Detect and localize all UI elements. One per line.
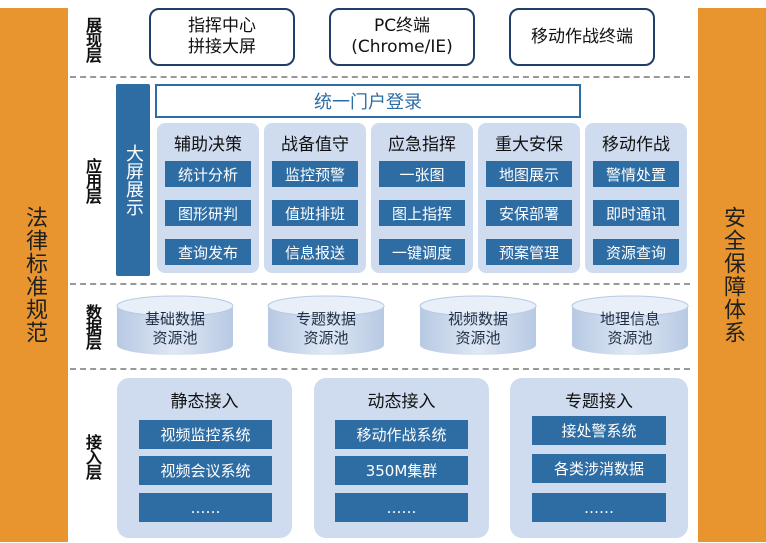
app-item: 图形研判 [165,200,251,226]
access-item: …… [139,493,272,522]
app-item: 即时通讯 [593,200,679,226]
access-group-title: 动态接入 [367,392,436,412]
access-item: 视频监控系统 [139,420,272,449]
app-item: 警情处置 [593,161,679,187]
database-video-data: 视频数据 资源池 [447,310,508,347]
app-item: 安保部署 [486,200,572,226]
access-item: 移动作战系统 [335,420,468,449]
app-group-title: 重大安保 [495,135,563,155]
layer-divider [70,76,690,78]
app-group-mobile-operations: 移动作战 警情处置 即时通讯 资源查询 [585,123,687,273]
app-item: 预案管理 [486,239,572,265]
right-bar-label: 安全保障体系 [720,206,745,344]
app-item: 资源查询 [593,239,679,265]
terminal-command-center: 指挥中心 拼接大屏 [149,8,295,66]
app-item: 查询发布 [165,239,251,265]
terminal-pc: PC终端 (Chrome/IE) [329,8,475,66]
access-item: 视频会议系统 [139,456,272,485]
layer-divider [70,368,690,370]
database-topic-data: 专题数据 资源池 [295,310,356,347]
unified-portal-login: 统一门户登录 [155,84,581,118]
big-screen-display: 大屏展示 [116,84,150,276]
app-group-emergency-command: 应急指挥 一张图 图上指挥 一键调度 [371,123,473,273]
access-group-static: 静态接入 视频监控系统 视频会议系统 …… [117,378,292,538]
access-item: 接处警系统 [532,416,666,445]
layer-label-access: 接入层 [83,433,102,479]
layer-divider [70,283,690,285]
app-item: 监控预警 [272,161,358,187]
left-bar-legal-standards: 法律标准规范 [0,8,68,542]
app-item: 一键调度 [379,239,465,265]
app-group-major-security: 重大安保 地图展示 安保部署 预案管理 [478,123,580,273]
app-item: 统计分析 [165,161,251,187]
access-item: …… [532,493,666,522]
layer-label-presentation: 展现层 [83,16,102,62]
access-item: …… [335,493,468,522]
app-group-title: 应急指挥 [388,135,456,155]
right-bar-security-system: 安全保障体系 [698,8,766,542]
database-geo-info: 地理信息 资源池 [599,310,660,347]
app-group-duty: 战备值守 监控预警 值班排班 信息报送 [264,123,366,273]
app-item: 值班排班 [272,200,358,226]
layer-label-data: 数据层 [83,303,102,349]
database-cylinder [116,295,234,355]
app-group-title: 战备值守 [281,135,349,155]
layer-label-application: 应用层 [83,157,102,203]
left-bar-label: 法律标准规范 [22,206,47,344]
access-item: 350M集群 [335,456,468,485]
access-group-dynamic: 动态接入 移动作战系统 350M集群 …… [314,378,489,538]
database-basic-data: 基础数据 资源池 [144,310,205,347]
app-group-title: 移动作战 [602,135,670,155]
terminal-mobile: 移动作战终端 [509,8,655,66]
database-cylinder [419,295,537,355]
app-item: 图上指挥 [379,200,465,226]
database-cylinder [267,295,385,355]
app-group-decision-support: 辅助决策 统计分析 图形研判 查询发布 [157,123,259,273]
app-item: 地图展示 [486,161,572,187]
database-cylinder [571,295,689,355]
app-group-title: 辅助决策 [174,135,242,155]
access-group-title: 专题接入 [565,392,633,412]
access-item: 各类涉消数据 [532,454,666,483]
access-group-topic: 专题接入 接处警系统 各类涉消数据 …… [510,378,688,538]
access-group-title: 静态接入 [170,392,239,412]
app-item: 信息报送 [272,239,358,265]
app-item: 一张图 [379,161,465,187]
